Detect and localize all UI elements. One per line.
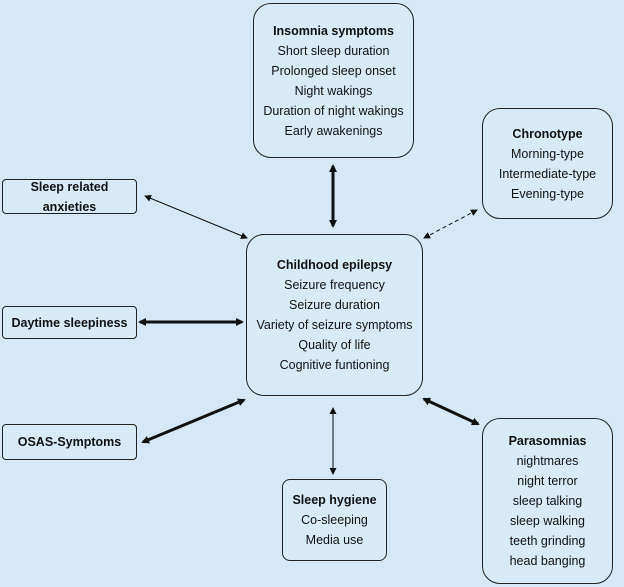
epilepsy-title: Childhood epilepsy xyxy=(276,258,393,272)
anxieties-title: Sleep related anxieties xyxy=(30,179,109,214)
chronotype-item: Morning-type xyxy=(511,146,584,161)
parasomnias-title: Parasomnias xyxy=(508,434,587,448)
parasomnias-item: nightmares xyxy=(516,454,579,468)
epilepsy-item: Variety of seizure symptoms xyxy=(256,318,413,332)
daytime-title: Daytime sleepiness xyxy=(11,315,128,330)
hygiene-title: Sleep hygiene xyxy=(292,493,377,507)
epilepsy-item: Cognitive funtioning xyxy=(279,358,390,372)
parasomnias-item: head banging xyxy=(509,554,586,568)
chronotype-title: Chronotype xyxy=(512,126,583,141)
epilepsy-item: Seizure duration xyxy=(288,298,381,312)
insomnia-title: Insomnia symptoms xyxy=(273,23,394,38)
insomnia-item: Prolonged sleep onset xyxy=(271,63,396,78)
insomnia-item: Night wakings xyxy=(294,83,373,98)
sleep-hygiene-box: Sleep hygiene Co-sleeping Media use xyxy=(282,479,387,561)
osas-symptoms-box: OSAS-Symptoms xyxy=(2,424,137,460)
insomnia-item: Duration of night wakings xyxy=(263,103,404,118)
chronotype-box: Chronotype Morning-type Intermediate-typ… xyxy=(482,108,613,219)
daytime-sleepiness-box: Daytime sleepiness xyxy=(2,306,137,339)
epilepsy-item: Quality of life xyxy=(298,338,371,352)
arrow-osas-epilepsy xyxy=(141,398,246,444)
arrow-chronotype-epilepsy xyxy=(423,209,478,239)
arrow-anxieties-epilepsy xyxy=(144,195,248,239)
parasomnias-item: night terror xyxy=(517,474,578,488)
parasomnias-item: sleep walking xyxy=(509,514,586,528)
osas-title: OSAS-Symptoms xyxy=(17,435,122,449)
chronotype-item: Intermediate-type xyxy=(498,166,597,181)
insomnia-item: Early awakenings xyxy=(284,123,383,138)
arrow-parasomnias-epilepsy xyxy=(422,397,480,426)
chronotype-item: Evening-type xyxy=(511,186,584,201)
hygiene-item: Co-sleeping xyxy=(301,513,368,527)
insomnia-symptoms-box: Insomnia symptoms Short sleep duration P… xyxy=(253,3,414,158)
epilepsy-item: Seizure frequency xyxy=(284,278,385,292)
insomnia-item: Short sleep duration xyxy=(277,43,390,58)
hygiene-item: Media use xyxy=(305,533,364,547)
parasomnias-item: sleep talking xyxy=(512,494,583,508)
parasomnias-box: Parasomnias nightmares night terror slee… xyxy=(482,418,613,584)
parasomnias-item: teeth grinding xyxy=(509,534,586,548)
sleep-related-anxieties-box: Sleep related anxieties xyxy=(2,179,137,214)
childhood-epilepsy-box: Childhood epilepsy Seizure frequency Sei… xyxy=(246,234,423,396)
